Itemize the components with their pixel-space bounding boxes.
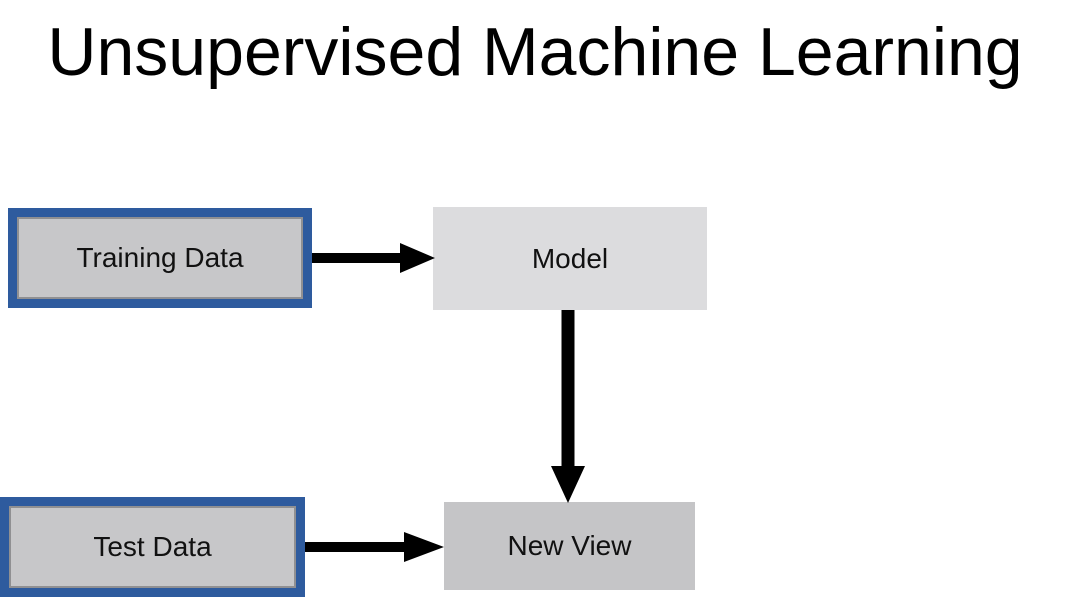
arrow-training-to-model-icon [312, 243, 435, 273]
node-new-view: New View [444, 502, 695, 590]
node-training-data-label: Training Data [76, 242, 244, 273]
node-new-view-label: New View [507, 530, 632, 561]
node-model: Model [433, 207, 707, 310]
arrow-test-to-new-view-icon [305, 532, 444, 562]
arrow-model-to-new-view-icon [551, 310, 585, 503]
node-model-label: Model [531, 242, 609, 274]
node-test-data-label: Test Data [93, 531, 212, 562]
node-test-data: Test Data [0, 497, 305, 597]
slide-title: Unsupervised Machine Learning [47, 14, 1023, 90]
node-training-data: Training Data [8, 208, 312, 308]
